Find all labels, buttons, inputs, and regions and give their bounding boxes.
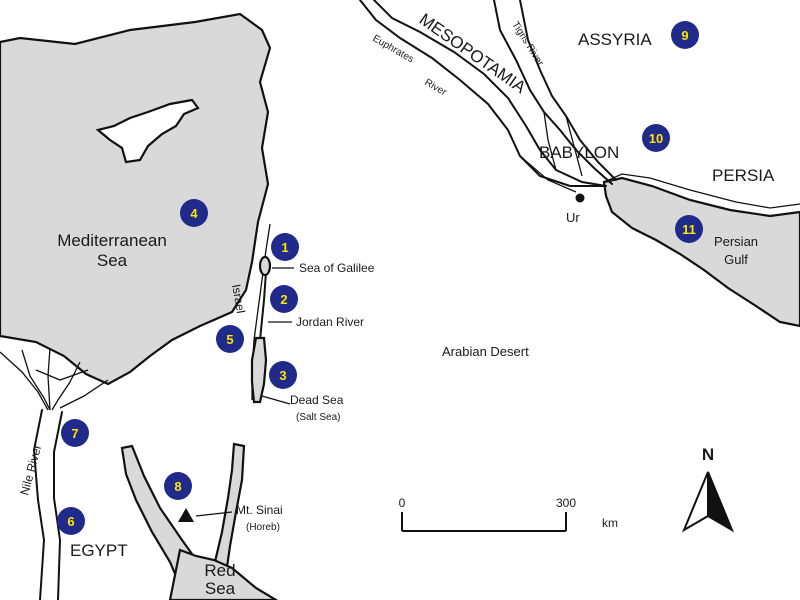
marker-3: 3 (269, 361, 297, 389)
nile-river-bank-east (53, 411, 63, 600)
red-sea (168, 548, 279, 600)
label-assyria: ASSYRIA (578, 30, 652, 49)
marker-2: 2 (270, 285, 298, 313)
label-red: Red (204, 561, 235, 580)
marker-4: 4 (180, 199, 208, 227)
label-persia: PERSIA (712, 166, 775, 185)
mediterranean-sea (0, 12, 272, 386)
nile-river-bank-west (32, 409, 46, 600)
svg-text:6: 6 (67, 514, 74, 529)
label-egypt: EGYPT (70, 541, 128, 560)
svg-text:9: 9 (681, 28, 688, 43)
euphrates-river-2 (373, 0, 607, 187)
label-mediterranean-sea: Sea (97, 251, 128, 270)
svg-text:5: 5 (226, 332, 233, 347)
label-babylon: BABYLON (539, 143, 619, 162)
marker-10: 10 (642, 124, 670, 152)
sea-of-galilee (258, 255, 272, 277)
svg-text:7: 7 (71, 426, 78, 441)
babylon-canal-1 (543, 111, 557, 171)
marker-7: 7 (61, 419, 89, 447)
dead-sea (250, 336, 268, 404)
label-gulf: Gulf (724, 252, 748, 267)
persia-coast (603, 173, 800, 209)
label-horeb: (Horeb) (246, 522, 280, 533)
babylon-canal-2 (565, 115, 583, 177)
svg-text:10: 10 (649, 131, 663, 146)
mt-sinai-triangle (178, 508, 194, 522)
svg-text:1: 1 (281, 240, 288, 255)
svg-text:2: 2 (280, 292, 287, 307)
svg-text:3: 3 (279, 368, 286, 383)
tigris-river-2 (519, 0, 617, 181)
scale-min-label: 0 (399, 496, 406, 510)
label-mediterranean: Mediterranean (57, 231, 167, 250)
ur-city-dot (575, 193, 585, 203)
label-salt-sea: (Salt Sea) (296, 412, 340, 423)
label-euphrates-river: River (423, 77, 449, 99)
marker-5: 5 (216, 325, 244, 353)
svg-text:11: 11 (682, 222, 696, 237)
scale-unit-label: km (602, 516, 618, 530)
label-arabian-desert: Arabian Desert (442, 344, 529, 359)
nile-delta (0, 347, 109, 411)
marker-1: 1 (271, 233, 299, 261)
label-israel: Israel (229, 283, 248, 314)
label-persian: Persian (714, 234, 758, 249)
label-mt-sinai: Mt. Sinai (236, 503, 283, 517)
label-jordan-river: Jordan River (296, 315, 364, 329)
scale-bar: 0 300 km (399, 496, 618, 532)
label-dead-sea: Dead Sea (290, 393, 344, 407)
svg-text:4: 4 (190, 206, 198, 221)
label-red-sea: Sea (205, 579, 236, 598)
north-arrow-icon: N (681, 445, 735, 533)
leader-dead-sea (261, 395, 291, 405)
babylon-canal-3 (519, 155, 577, 193)
label-ur: Ur (566, 210, 580, 225)
marker-11: 11 (675, 215, 703, 243)
label-nile-river: Nile River (17, 443, 44, 497)
cyprus-island (95, 98, 200, 164)
marker-8: 8 (164, 472, 192, 500)
scale-max-label: 300 (556, 496, 576, 510)
label-sea-of-galilee: Sea of Galilee (299, 261, 375, 275)
label-tigris-river: Tigris River (509, 20, 545, 69)
jordan-river (259, 271, 267, 341)
svg-text:8: 8 (174, 479, 181, 494)
leader-mt-sinai (195, 511, 233, 517)
euphrates-river-1 (359, 0, 605, 187)
persian-gulf (602, 176, 800, 328)
north-label: N (702, 445, 714, 464)
label-euphrates: Euphrates (371, 33, 416, 65)
marker-6: 6 (57, 507, 85, 535)
marker-9: 9 (671, 21, 699, 49)
